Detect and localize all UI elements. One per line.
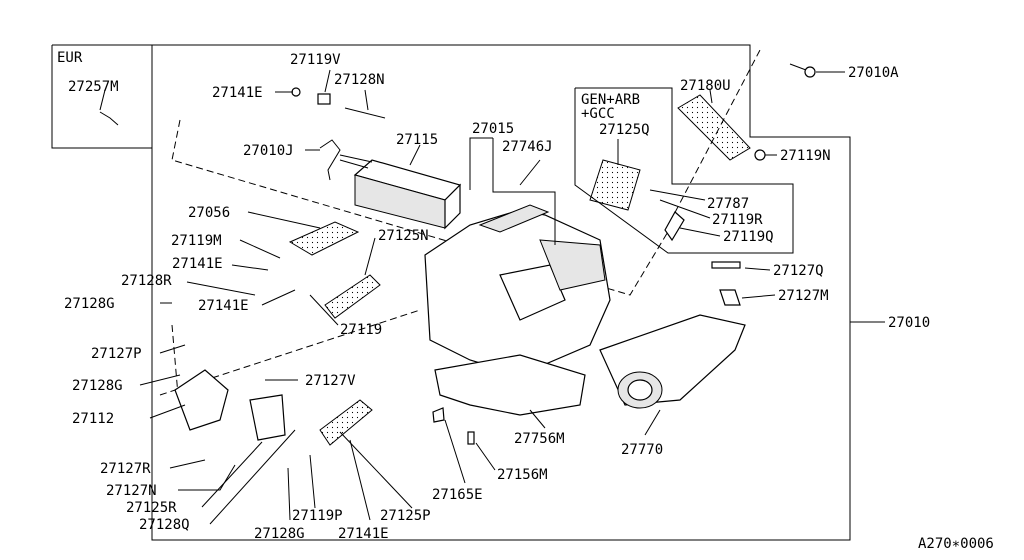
clip-27119V-drawing bbox=[317, 93, 331, 105]
part-27257M[interactable]: 27257M bbox=[68, 79, 119, 95]
door-27125R-drawing bbox=[249, 394, 286, 441]
clip-27127Q-drawing bbox=[711, 261, 741, 269]
filter-27180U-drawing bbox=[677, 94, 751, 161]
part-27156M[interactable]: 27156M bbox=[497, 467, 548, 483]
part-27119Q[interactable]: 27119Q bbox=[723, 229, 774, 245]
part-27180U[interactable]: 27180U bbox=[680, 78, 731, 94]
lever-27119Q-drawing bbox=[664, 211, 685, 242]
gen-arb-gcc-label-2: +GCC bbox=[581, 106, 615, 122]
gen-arb-gcc-label-1: GEN+ARB bbox=[581, 92, 640, 108]
part-27770[interactable]: 27770 bbox=[621, 442, 663, 458]
eur-label: EUR bbox=[57, 50, 83, 66]
assembly-line-left bbox=[171, 324, 179, 396]
part-27128N[interactable]: 27128N bbox=[334, 72, 385, 88]
clip-27156M-drawing bbox=[467, 431, 475, 445]
part-27056[interactable]: 27056 bbox=[188, 205, 230, 221]
figure-code: A270∗0006 bbox=[918, 536, 994, 552]
lower-case-drawing bbox=[434, 354, 586, 416]
part-27128R[interactable]: 27128R bbox=[121, 273, 172, 289]
part-27127P[interactable]: 27127P bbox=[91, 346, 142, 362]
part-27125R[interactable]: 27125R bbox=[126, 500, 177, 516]
part-27010J[interactable]: 27010J bbox=[243, 143, 294, 159]
filter-27125P-drawing bbox=[319, 399, 373, 446]
main-frame bbox=[51, 44, 851, 541]
part-27128G-mid[interactable]: 27128G bbox=[72, 378, 123, 394]
part-27127M[interactable]: 27127M bbox=[778, 288, 829, 304]
part-27141E-low[interactable]: 27141E bbox=[198, 298, 249, 314]
heater-case-drawing bbox=[424, 204, 611, 376]
part-27127N[interactable]: 27127N bbox=[106, 483, 157, 499]
part-27128G-bot[interactable]: 27128G bbox=[254, 526, 305, 542]
part-27756M[interactable]: 27756M bbox=[514, 431, 565, 447]
clip-27141E-top-drawing bbox=[291, 87, 301, 97]
part-callouts: 27010A 27180U 27119N 27125Q 27787 27119R… bbox=[64, 52, 930, 542]
part-27787[interactable]: 27787 bbox=[707, 196, 749, 212]
part-27127Q[interactable]: 27127Q bbox=[773, 263, 824, 279]
part-27125Q[interactable]: 27125Q bbox=[599, 122, 650, 138]
screw-27010A-drawing bbox=[804, 66, 816, 78]
part-27128Q[interactable]: 27128Q bbox=[139, 517, 190, 533]
bracket-drawing bbox=[319, 139, 341, 181]
part-27119[interactable]: 27119 bbox=[340, 322, 382, 338]
part-27119M[interactable]: 27119M bbox=[171, 233, 222, 249]
part-27119N[interactable]: 27119N bbox=[780, 148, 831, 164]
part-27125P[interactable]: 27125P bbox=[380, 508, 431, 524]
clip-27119N-drawing bbox=[754, 149, 766, 161]
heater-core-drawing bbox=[339, 154, 462, 230]
part-27115[interactable]: 27115 bbox=[396, 132, 438, 148]
filter-27125Q-drawing bbox=[589, 159, 641, 211]
part-27128G-left[interactable]: 27128G bbox=[64, 296, 115, 312]
part-27141E-bot[interactable]: 27141E bbox=[338, 526, 389, 542]
actuator-drawing bbox=[174, 369, 229, 431]
connector-27257M-drawing bbox=[99, 111, 119, 126]
leader-lines bbox=[99, 69, 885, 525]
filter-27125N-drawing bbox=[324, 274, 381, 319]
part-27010[interactable]: 27010 bbox=[888, 315, 930, 331]
assembly-line-blower bbox=[171, 119, 676, 296]
part-27127V[interactable]: 27127V bbox=[305, 373, 356, 389]
part-27141E-top[interactable]: 27141E bbox=[212, 85, 263, 101]
part-27125N[interactable]: 27125N bbox=[378, 228, 429, 244]
part-27119P[interactable]: 27119P bbox=[292, 508, 343, 524]
clip-27127M-drawing bbox=[719, 289, 741, 306]
part-27746J[interactable]: 27746J bbox=[502, 139, 553, 155]
filter-27056-drawing bbox=[288, 221, 360, 256]
part-27015[interactable]: 27015 bbox=[472, 121, 514, 137]
rod-27128R-drawing bbox=[186, 281, 256, 296]
part-27127R[interactable]: 27127R bbox=[100, 461, 151, 477]
gen-arb-gcc-box bbox=[574, 87, 794, 254]
clip-27165E-drawing bbox=[432, 407, 445, 423]
part-27119R[interactable]: 27119R bbox=[712, 212, 763, 228]
blower-unit-drawing bbox=[599, 314, 746, 409]
part-27119V[interactable]: 27119V bbox=[290, 52, 341, 68]
part-27165E[interactable]: 27165E bbox=[432, 487, 483, 503]
part-27141E-mid[interactable]: 27141E bbox=[172, 256, 223, 272]
rod-27128N-drawing bbox=[344, 107, 386, 119]
part-27010A[interactable]: 27010A bbox=[848, 65, 899, 81]
part-27112[interactable]: 27112 bbox=[72, 411, 114, 427]
